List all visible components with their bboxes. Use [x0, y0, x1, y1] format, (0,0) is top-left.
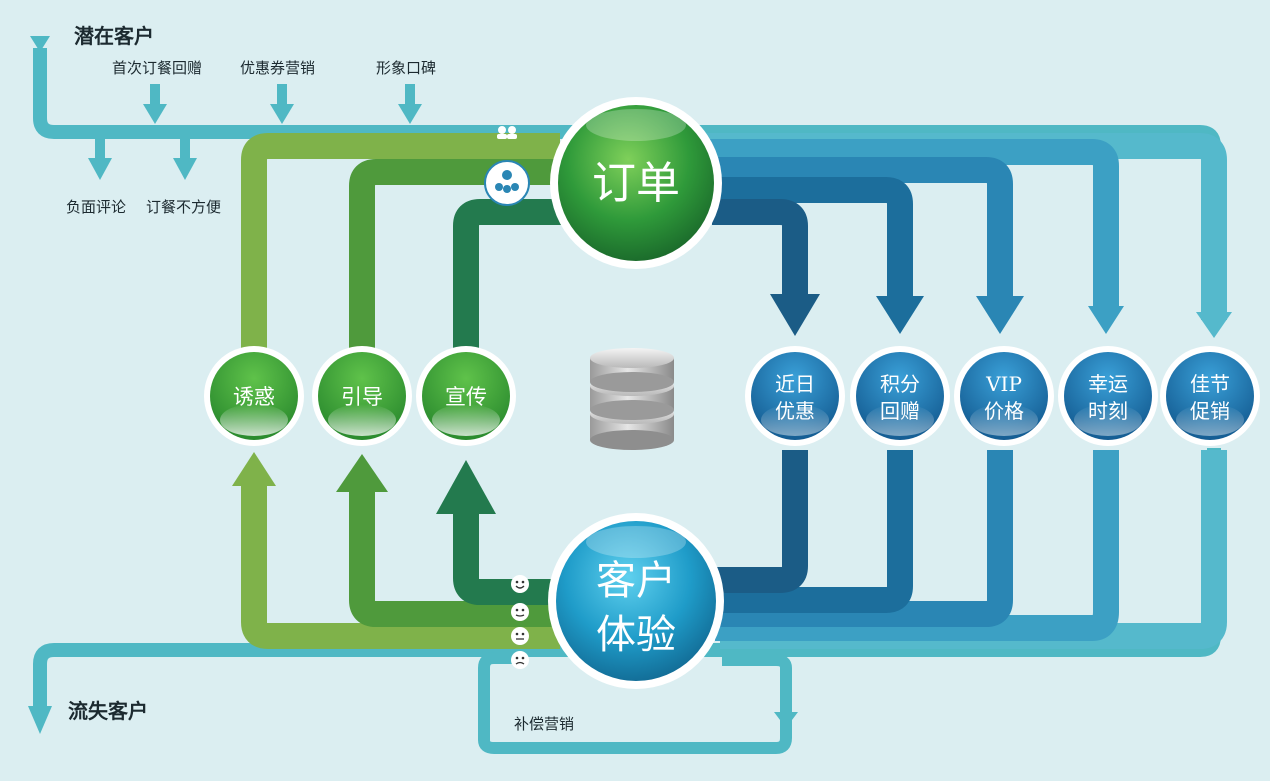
- negative-output-arrows: [88, 138, 197, 180]
- blue-node-holiday-sale[interactable]: 佳节 促销: [1160, 346, 1260, 446]
- smile-face-icon: [511, 603, 529, 621]
- blue-node-line2: 优惠: [775, 399, 815, 423]
- coupon-marketing-label: 优惠券营销: [240, 59, 315, 77]
- blue-node-points-gift[interactable]: 积分 回赠: [850, 346, 950, 446]
- green-node-label: 宣传: [445, 385, 487, 409]
- loop-recent: [712, 199, 808, 593]
- loop-points: [715, 177, 913, 613]
- satisfaction-faces: [511, 575, 529, 669]
- exit-arrowhead: [28, 706, 52, 734]
- lost-customers-label: 流失客户: [68, 699, 148, 723]
- blue-loops: [700, 133, 1227, 649]
- green-node-label: 诱惑: [233, 385, 275, 409]
- entry-arrowhead: [30, 36, 50, 52]
- sad-face-icon: [511, 651, 529, 669]
- blue-node-line1: 近日: [775, 372, 815, 396]
- compensation-arrowhead: [774, 712, 798, 728]
- blue-node-line1: 积分: [880, 372, 920, 396]
- loop-publicity: [453, 199, 562, 605]
- negative-reviews-label: 负面评论: [66, 198, 126, 216]
- blue-node-line2: 促销: [1190, 399, 1230, 423]
- blue-node-line1: 幸运: [1088, 372, 1128, 396]
- database-icon: [590, 348, 674, 450]
- top-input-arrows: [143, 84, 422, 124]
- green-node-publicity[interactable]: 宣传: [416, 346, 516, 446]
- blue-arrowheads: [770, 294, 1232, 338]
- green-node-temptation[interactable]: 诱惑: [204, 346, 304, 446]
- blue-node-line1: VIP: [985, 372, 1022, 396]
- blue-node-line1: 佳节: [1190, 372, 1230, 396]
- green-node-guidance[interactable]: 引导: [312, 346, 412, 446]
- neutral-face-icon: [511, 627, 529, 645]
- potential-customers-label: 潜在客户: [74, 24, 154, 48]
- loop-guidance: [349, 159, 560, 627]
- green-loops: [241, 133, 562, 649]
- image-reputation-label: 形象口碑: [376, 59, 436, 77]
- experience-hub-line2: 体验: [596, 612, 676, 658]
- order-hub[interactable]: 订单: [550, 97, 722, 269]
- inconvenient-ordering-label: 订餐不方便: [146, 198, 221, 216]
- blue-node-recent-offer[interactable]: 近日 优惠: [745, 346, 845, 446]
- experience-hub-line1: 客户: [596, 558, 676, 604]
- green-node-label: 引导: [341, 385, 383, 409]
- compensation-loop: [478, 652, 792, 754]
- blue-node-line2: 回赠: [880, 399, 920, 423]
- first-order-gift-label: 首次订餐回赠: [112, 59, 202, 77]
- blue-node-lucky-moment[interactable]: 幸运 时刻: [1058, 346, 1158, 446]
- team-cycle-icon: [484, 160, 530, 206]
- loop-vip: [715, 157, 1013, 627]
- experience-hub[interactable]: 客户 体验: [548, 513, 724, 689]
- loop-lucky: [710, 139, 1119, 641]
- green-arrowheads: [232, 452, 496, 514]
- loop-holiday: [700, 133, 1227, 649]
- compensation-marketing-label: 补偿营销: [514, 715, 574, 733]
- blue-node-vip-price[interactable]: VIP 价格: [954, 346, 1054, 446]
- users-icon: [497, 126, 517, 139]
- blue-node-line2: 价格: [984, 399, 1024, 423]
- happy-face-icon: [511, 575, 529, 593]
- order-hub-label: 订单: [592, 158, 680, 209]
- loop-temptation: [241, 133, 560, 649]
- blue-node-line2: 时刻: [1088, 399, 1128, 423]
